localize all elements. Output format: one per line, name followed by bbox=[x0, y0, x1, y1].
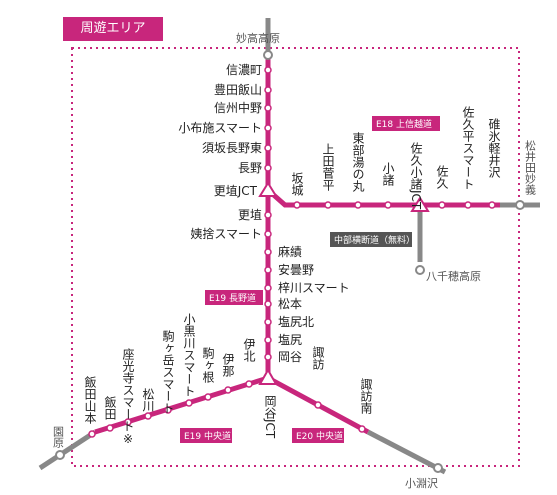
junction-okaya-marker bbox=[258, 367, 278, 385]
station-marker bbox=[264, 353, 272, 361]
station-marker bbox=[488, 201, 496, 209]
area-border bbox=[71, 47, 520, 467]
tag-e19-nagano: E19 長野道 bbox=[205, 290, 263, 305]
station-marker bbox=[358, 425, 366, 433]
terminal-southeast-marker bbox=[433, 463, 443, 473]
station-marker bbox=[354, 201, 362, 209]
svg-text:中部横断道（無料）: 中部横断道（無料） bbox=[334, 234, 415, 246]
station-marker bbox=[106, 424, 114, 432]
station-label: 岡谷 bbox=[278, 350, 302, 364]
station-marker bbox=[164, 406, 172, 414]
station-marker bbox=[264, 86, 272, 94]
terminal-east-label: 松井田妙義 bbox=[524, 139, 537, 195]
station-label: 信濃町 bbox=[226, 63, 262, 77]
terminal-southeast-label: 小淵沢 bbox=[405, 476, 438, 490]
chuo-west-route bbox=[94, 375, 269, 435]
junction-koshoku-marker bbox=[258, 181, 278, 197]
station-label: 佐久 bbox=[435, 165, 449, 190]
station-label: 麻績 bbox=[278, 244, 302, 259]
north-stations: 信濃町 豊田飯山 信州中野 小布施スマート 須坂長野東 長野 bbox=[178, 63, 272, 175]
station-marker bbox=[264, 144, 272, 152]
southwest-extension bbox=[38, 429, 97, 471]
station-marker bbox=[245, 380, 253, 388]
station-marker bbox=[264, 124, 272, 132]
tag-e19-chuo: E19 中央道 bbox=[180, 428, 232, 443]
station-label: 座光寺スマート※ bbox=[121, 347, 135, 446]
station-marker bbox=[314, 401, 322, 409]
station-marker bbox=[264, 300, 272, 308]
station-label: 小諸 bbox=[381, 162, 395, 186]
station-label: 信州中野 bbox=[214, 100, 262, 115]
station-label: 須坂長野東 bbox=[202, 141, 262, 155]
station-label: 塩尻 bbox=[278, 332, 302, 347]
terminal-north-marker bbox=[263, 50, 273, 60]
station-marker bbox=[204, 393, 212, 401]
southeast-extension bbox=[366, 429, 447, 475]
station-marker bbox=[88, 430, 96, 438]
station-marker bbox=[264, 266, 272, 274]
station-marker bbox=[224, 386, 232, 394]
terminal-yatsugatake-label: 八千穂高原 bbox=[426, 269, 481, 283]
station-marker bbox=[264, 164, 272, 172]
station-label: 更埴 bbox=[238, 207, 262, 222]
station-marker bbox=[264, 336, 272, 344]
station-label: 塩尻北 bbox=[278, 314, 314, 329]
station-label: 松川 bbox=[141, 388, 155, 412]
station-label: 碓氷軽井沢 bbox=[487, 117, 501, 179]
station-label: 長野 bbox=[238, 161, 262, 175]
station-label: 豊田飯山 bbox=[214, 82, 262, 97]
svg-text:E18 上信越道: E18 上信越道 bbox=[376, 118, 432, 130]
station-label: 駒ヶ岳スマート bbox=[161, 330, 175, 414]
station-marker bbox=[144, 412, 152, 420]
junction-koshoku-label: 更埴JCT bbox=[214, 183, 258, 198]
station-label: 小黒川スマート bbox=[182, 313, 196, 397]
station-label: 駒ヶ根 bbox=[201, 347, 215, 383]
station-marker bbox=[264, 211, 272, 219]
station-marker bbox=[264, 248, 272, 256]
terminal-north-label: 妙高高原 bbox=[236, 31, 280, 45]
station-marker bbox=[264, 230, 272, 238]
svg-text:E20 中央道: E20 中央道 bbox=[296, 430, 343, 442]
tag-e18: E18 上信越道 bbox=[372, 116, 440, 131]
station-label: 佐久小諸JCT bbox=[409, 142, 423, 210]
station-label: 伊北 bbox=[242, 338, 256, 363]
station-label: 諏訪 bbox=[311, 345, 325, 370]
tag-e20: E20 中央道 bbox=[292, 428, 344, 443]
station-label: 姨捨スマート bbox=[190, 226, 262, 241]
station-marker bbox=[384, 201, 392, 209]
tag-chubu-odan: 中部横断道（無料） bbox=[330, 232, 415, 247]
area-title: 周遊エリア bbox=[63, 17, 163, 41]
svg-text:E19 中央道: E19 中央道 bbox=[184, 430, 231, 442]
station-label: 小布施スマート bbox=[178, 121, 262, 135]
station-marker bbox=[264, 318, 272, 326]
station-marker bbox=[185, 399, 193, 407]
station-marker bbox=[293, 201, 301, 209]
station-label: 飯田 bbox=[103, 395, 117, 420]
station-marker bbox=[438, 201, 446, 209]
terminal-southwest-marker bbox=[55, 450, 65, 460]
terminal-southwest-label: 園原 bbox=[52, 426, 65, 448]
svg-text:E19 長野道: E19 長野道 bbox=[209, 292, 256, 304]
station-marker bbox=[264, 104, 272, 112]
station-marker bbox=[264, 284, 272, 292]
station-label: 佐久平スマート bbox=[461, 106, 475, 190]
junction-okaya-label: 岡谷JCT bbox=[263, 395, 277, 439]
terminal-east-marker bbox=[515, 200, 525, 210]
station-marker bbox=[124, 418, 132, 426]
station-label: 上田菅平 bbox=[321, 143, 335, 191]
station-marker bbox=[264, 66, 272, 74]
station-label: 梓川スマート bbox=[278, 280, 350, 295]
station-marker bbox=[464, 201, 472, 209]
station-label: 伊那 bbox=[221, 353, 235, 378]
station-label: 坂城 bbox=[290, 172, 304, 197]
station-label: 東部湯の丸 bbox=[351, 132, 365, 193]
junction-saku-komoro-marker bbox=[410, 196, 430, 212]
station-label: 飯田山本 bbox=[83, 375, 97, 425]
station-marker bbox=[324, 201, 332, 209]
terminal-yatsugatake-marker bbox=[415, 265, 425, 275]
station-label: 諏訪南 bbox=[359, 377, 373, 414]
station-label: 松本 bbox=[278, 297, 302, 311]
station-label: 安曇野 bbox=[278, 262, 314, 277]
